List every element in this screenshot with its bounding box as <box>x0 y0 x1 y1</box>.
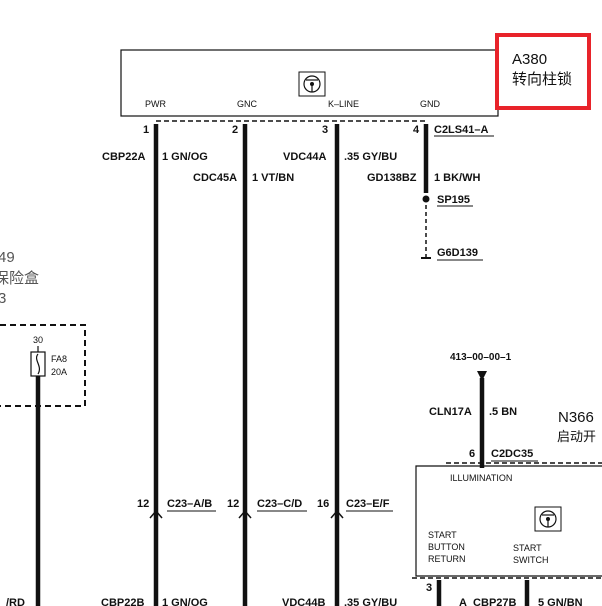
c23-connector-ab: C23–A/B <box>167 498 212 510</box>
n366-label-start-switch-2: SWITCH <box>513 555 549 565</box>
fuse-fa8-icon <box>30 351 46 377</box>
wire-spec-vdc44a: .35 GY/BU <box>344 151 397 163</box>
fuse-rating: 20A <box>51 367 67 377</box>
n366-ref: 413–00–00–1 <box>450 352 512 363</box>
module-n366-id: N366 <box>558 409 594 426</box>
wire-circuit-cbp22a: CBP22A <box>102 151 145 163</box>
wire-circuit-gd138bz: GD138BZ <box>367 172 417 184</box>
splice-sp195[interactable]: SP195 <box>422 194 474 207</box>
wire-circuit-vdc44b: VDC44B <box>282 597 325 606</box>
module-a380-id: A380 <box>512 51 547 68</box>
n366-bottom-circuit: A_CBP27B <box>459 597 517 606</box>
wire-circuit-vdc44a: VDC44A <box>283 151 326 163</box>
n366-label-illumination: ILLUMINATION <box>450 473 512 483</box>
connector-c2ls41a: C2LS41–A <box>434 124 488 136</box>
module-n366-name: 启动开 <box>557 430 596 445</box>
n366-ref-arrow-icon <box>477 371 487 381</box>
fuse-box[interactable]: 30 FA8 20A <box>0 324 86 407</box>
n366-label-start-button-2: BUTTON <box>428 542 465 552</box>
c23-connector-cd: C23–C/D <box>257 498 302 510</box>
c23-pin-2: 12 <box>227 498 239 510</box>
n366-circuit: CLN17A <box>429 406 472 418</box>
n366-label-start-button-3: RETURN <box>428 554 466 564</box>
c23-connector-row: 12 C23–A/B 12 C23–C/D 16 C23–E/F <box>137 498 393 519</box>
pin-number-3: 3 <box>322 124 328 136</box>
n366-bottom-pin: 3 <box>426 582 432 594</box>
ground-g6d139[interactable]: G6D139 <box>421 247 483 261</box>
fuse-box-name-partial: 保险盒 <box>0 269 39 287</box>
n366-connector: C2DC35 <box>491 448 533 460</box>
fuse-box-id-partial: 49 <box>0 249 15 266</box>
wire-spec-cbp22a: 1 GN/OG <box>162 151 208 163</box>
pin-number-2: 2 <box>232 124 238 136</box>
n366-label-start-switch-1: START <box>513 543 542 553</box>
pin-number-4: 4 <box>413 124 420 136</box>
fuse-terminal-30: 30 <box>33 335 43 345</box>
c23-pin-1: 12 <box>137 498 149 510</box>
wire-spec-cbp22b: 1 GN/OG <box>162 597 208 606</box>
n366-pin-6: 6 <box>469 448 475 460</box>
splice-label: SP195 <box>437 194 470 206</box>
wire-spec-gd138bz: 1 BK/WH <box>434 172 481 184</box>
n366-label-start-button-1: START <box>428 530 457 540</box>
ground-label: G6D139 <box>437 247 478 259</box>
c23-connector-ef: C23–E/F <box>346 498 390 510</box>
pin-label-kline: K–LINE <box>328 99 359 109</box>
steering-wheel-icon <box>534 506 562 532</box>
wire-spec-vdc44b: .35 GY/BU <box>344 597 397 606</box>
pin-number-1: 1 <box>143 124 149 136</box>
c23-pin-3: 16 <box>317 498 329 510</box>
fuse-wire-spec-partial: /RD <box>6 597 25 606</box>
fuse-id: FA8 <box>51 354 67 364</box>
steering-wheel-icon <box>298 71 326 97</box>
module-a380-name: 转向柱锁 <box>512 70 572 88</box>
a380-highlight-box <box>495 33 591 110</box>
module-a380[interactable]: PWR GNC K–LINE GND <box>120 49 499 117</box>
wire-spec-cdc45a: 1 VT/BN <box>252 172 294 184</box>
wire-circuit-cdc45a: CDC45A <box>193 172 237 184</box>
pin-label-gnc: GNC <box>237 99 258 109</box>
module-n366[interactable]: ILLUMINATION START BUTTON RETURN START S… <box>415 465 602 577</box>
fuse-box-line3-partial: 3 <box>0 290 6 307</box>
pin-label-gnd: GND <box>420 99 441 109</box>
n366-bottom-spec: 5 GN/BN <box>538 597 583 606</box>
pin-label-pwr: PWR <box>145 99 166 109</box>
wire-circuit-cbp22b: CBP22B <box>101 597 144 606</box>
n366-spec: .5 BN <box>489 406 517 418</box>
